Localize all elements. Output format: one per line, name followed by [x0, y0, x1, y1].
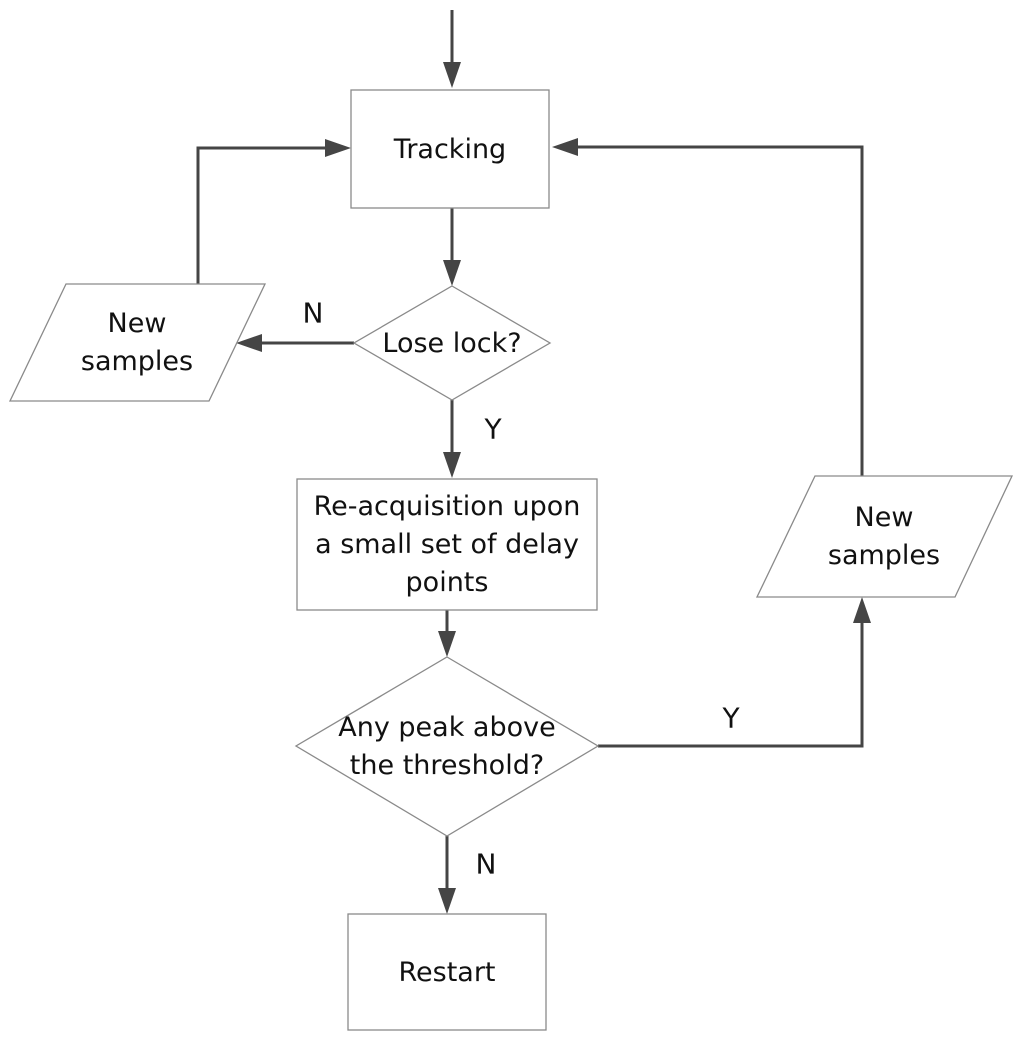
tracking-box [350, 89, 550, 209]
tracking-label: Tracking [393, 134, 506, 165]
node-label-line: Lose lock? [382, 328, 521, 359]
lose-lock-to-reacquisition-arrowhead [443, 452, 461, 478]
threshold-yes-label: Y [721, 702, 740, 735]
node-label-line: New [855, 502, 914, 533]
lose-lock-to-new-samples-left-arrowhead [236, 334, 262, 352]
edges [196, 10, 871, 914]
node-label-line: points [406, 567, 489, 598]
tracking-to-lose-lock-arrowhead [443, 260, 461, 286]
new-samples-right-label: New samples [828, 502, 940, 571]
threshold-no-label: N [476, 848, 497, 881]
new-samples-right-parallelogram [755, 475, 1014, 598]
lose-lock-label: Lose lock? [382, 328, 521, 359]
new-samples-right-to-tracking-arrowhead [552, 138, 578, 156]
new-samples-left-parallelogram [8, 283, 267, 402]
threshold-node: Any peak above the threshold? [294, 656, 600, 837]
node-label-line: Any peak above [338, 712, 555, 743]
node-label-line: Tracking [393, 134, 506, 165]
node-label-line: samples [828, 540, 940, 571]
reacquisition-to-threshold-arrowhead [438, 631, 456, 657]
node-label-line: Restart [398, 957, 495, 988]
restart-label: Restart [398, 957, 495, 988]
restart-box [347, 913, 547, 1031]
reacquisition-node: Re-acquisition upon a small set of delay p… [296, 478, 598, 611]
lose-lock-no-label: N [303, 297, 324, 330]
node-label-line: New [108, 308, 167, 339]
threshold-label: Any peak above the threshold? [338, 712, 555, 781]
new-samples-left-to-tracking-arrowhead [325, 139, 351, 157]
threshold-to-restart-arrowhead [438, 888, 456, 914]
entry-arrowhead [443, 62, 461, 88]
threshold-to-new-samples-right-arrowhead [853, 597, 871, 623]
node-label-line: a small set of delay [315, 529, 579, 560]
restart-node: Restart [347, 913, 547, 1031]
reacquisition-label: Re-acquisition upon a small set of delay p… [314, 491, 581, 598]
new-samples-right-to-tracking-edge [578, 145, 864, 476]
tracking-node: Tracking [350, 89, 550, 209]
new-samples-left-label: New samples [81, 308, 193, 377]
lose-lock-node: Lose lock? [352, 285, 552, 401]
threshold-to-new-samples-right-edge [598, 623, 864, 748]
node-label-line: the threshold? [350, 750, 544, 781]
new-samples-left-to-tracking-edge [196, 146, 325, 284]
threshold-diamond [294, 656, 600, 837]
lose-lock-diamond [352, 285, 552, 401]
node-label-line: samples [81, 346, 193, 377]
new-samples-left-node: New samples [8, 283, 267, 402]
lose-lock-yes-label: Y [483, 413, 502, 446]
reacquisition-box [296, 478, 598, 611]
edge-labels: N Y Y N [303, 297, 741, 881]
new-samples-right-node: New samples [755, 475, 1014, 598]
node-label-line: Re-acquisition upon [314, 491, 581, 522]
